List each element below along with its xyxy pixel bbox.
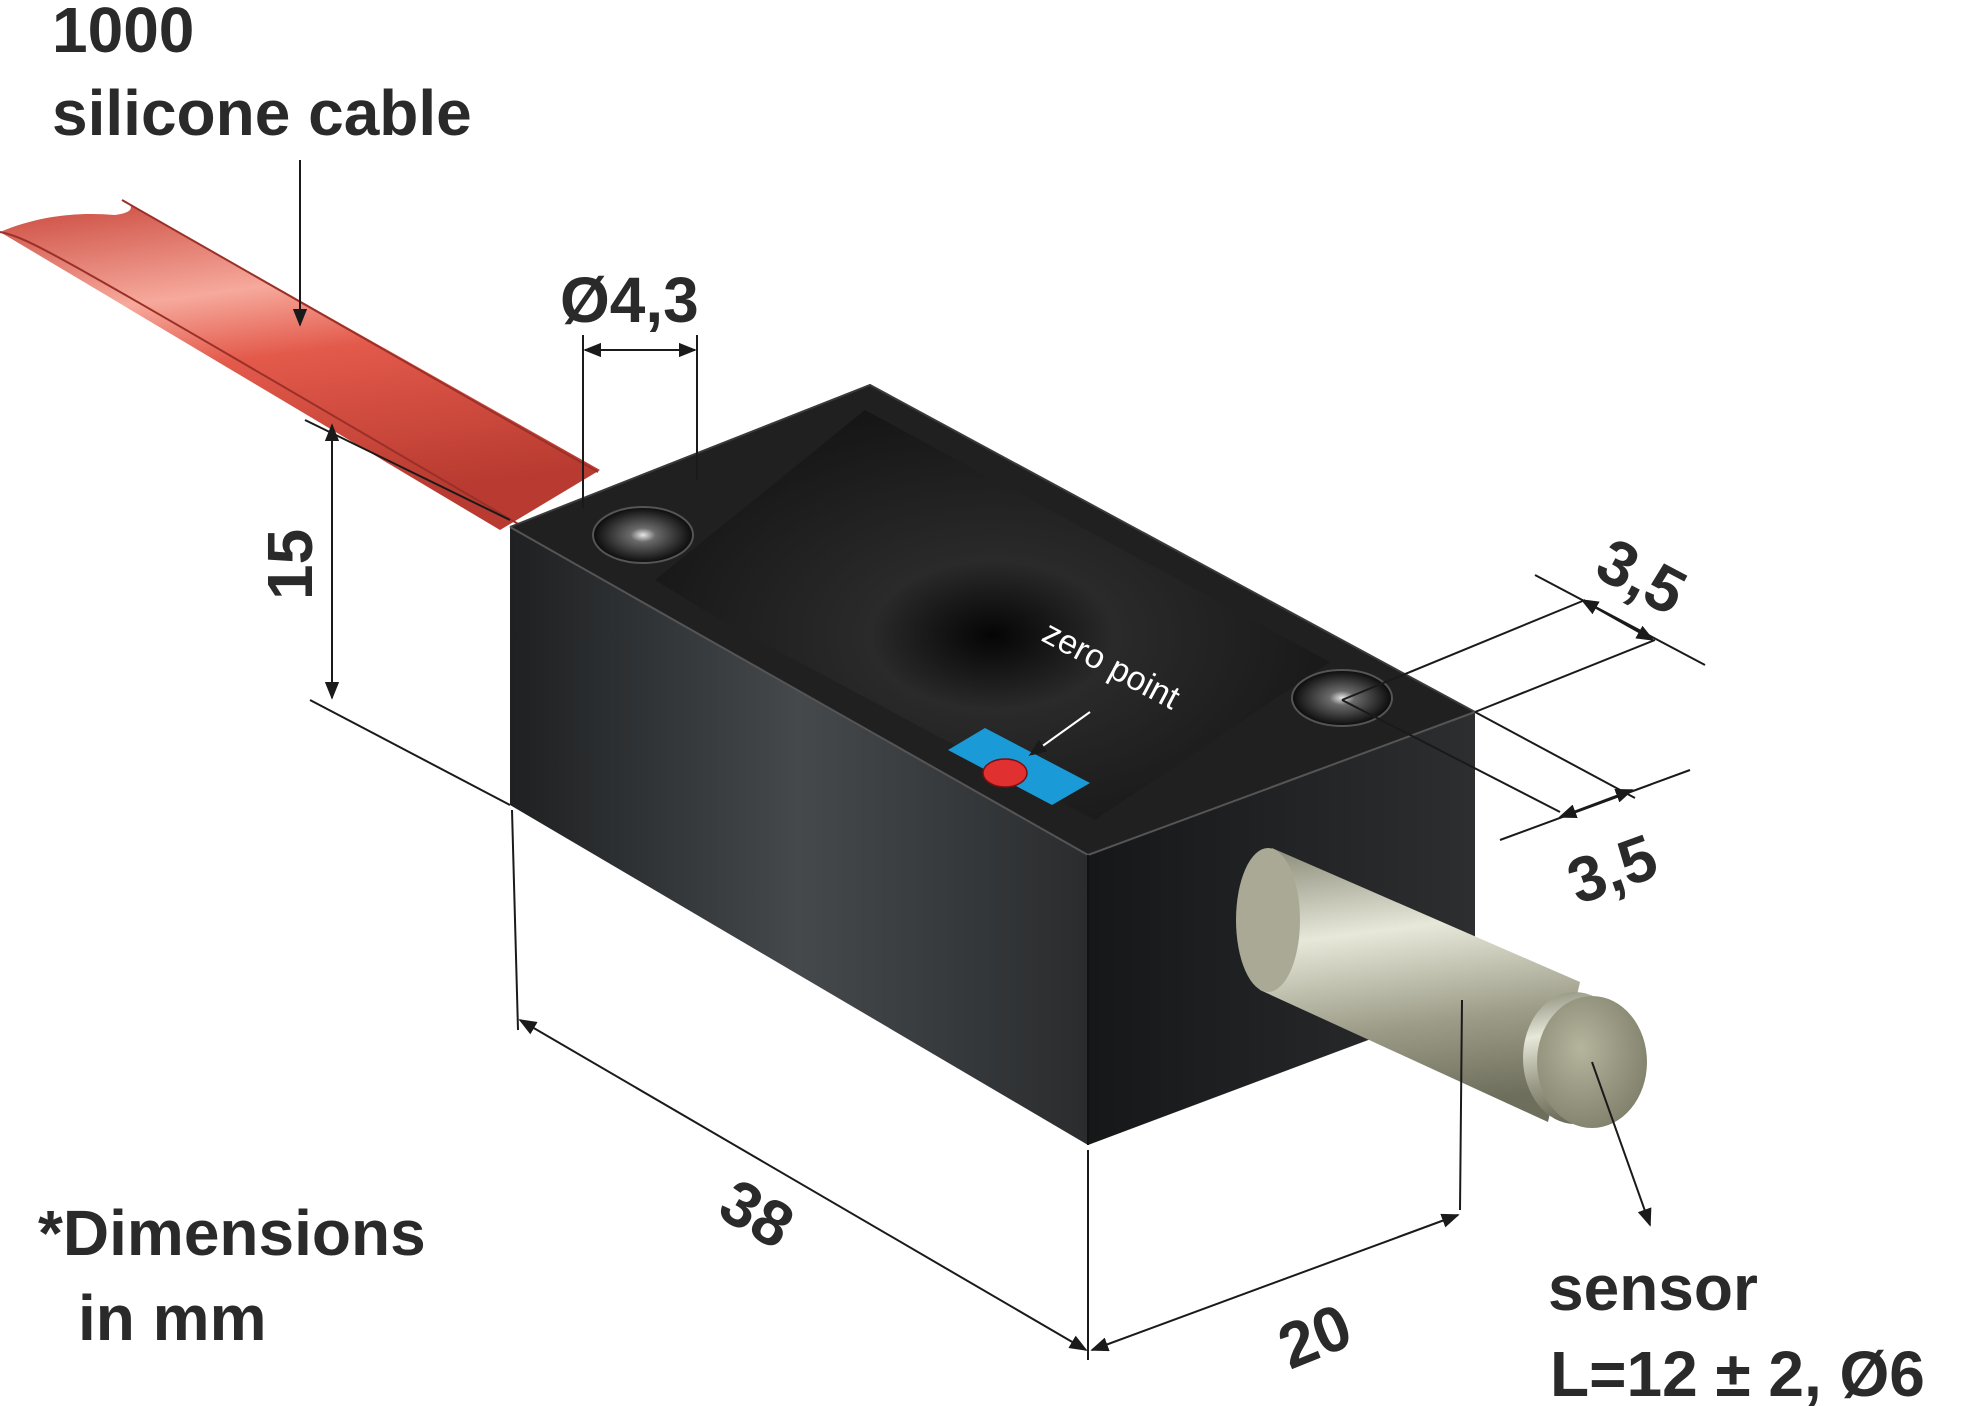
length-label: 38 <box>708 1165 806 1263</box>
hole-offset-top-label: 3,5 <box>1585 524 1697 629</box>
width-label: 20 <box>1268 1290 1361 1383</box>
mounting-hole-left <box>592 506 694 564</box>
dimensions-note-line1: *Dimensions <box>38 1197 426 1269</box>
hole-diameter-label: Ø4,3 <box>560 264 699 336</box>
silicone-cable <box>0 199 600 530</box>
cable-length-label: 1000 <box>52 0 194 66</box>
housing-front-face <box>510 527 1088 1145</box>
cable-type-label: silicone cable <box>52 77 472 149</box>
sensor-spec-label: L=12 ± 2, Ø6 <box>1550 1338 1925 1406</box>
dimension-lines <box>292 160 1706 1360</box>
hole-offset-side-label: 3,5 <box>1558 820 1666 918</box>
housing-top-recess <box>655 410 1330 820</box>
dimensions-note-line2: in mm <box>78 1282 266 1354</box>
sensor-title-label: sensor <box>1548 1252 1758 1324</box>
zero-point-marker <box>948 728 1090 805</box>
height-label: 15 <box>254 529 326 600</box>
